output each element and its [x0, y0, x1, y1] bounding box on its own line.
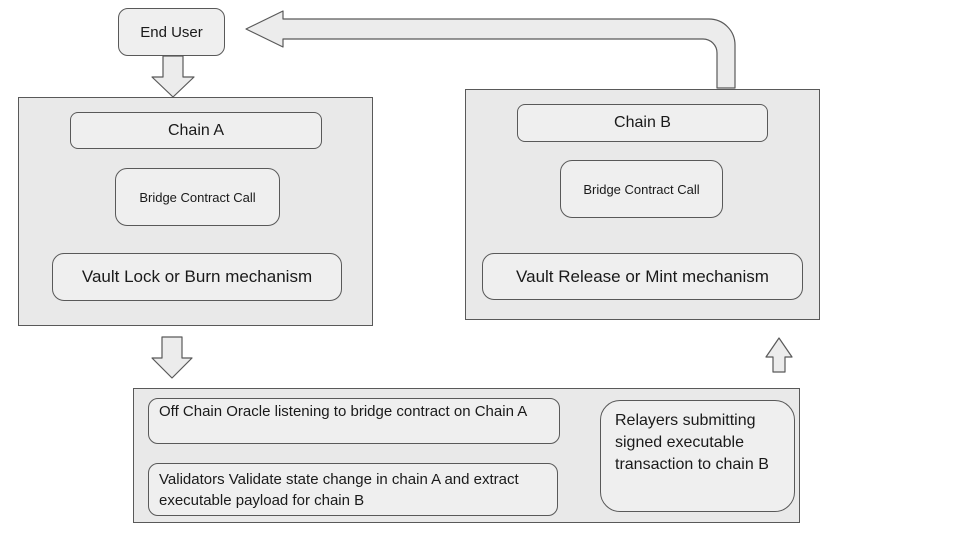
- elbow-arrow-chain-b-to-enduser-icon: [245, 10, 736, 89]
- chain-a-bridge-contract-box: Bridge Contract Call: [115, 168, 280, 226]
- chain-b-title-label: Chain B: [614, 114, 671, 131]
- validators-box: Validators Validate state change in chai…: [148, 463, 558, 516]
- down-arrow-chain-a-to-offchain-icon: [151, 336, 193, 379]
- chain-a-title-box: Chain A: [70, 112, 322, 149]
- chain-a-bridge-contract-label: Bridge Contract Call: [139, 189, 256, 205]
- chain-a-title-label: Chain A: [167, 121, 225, 139]
- chain-b-title-box: Chain B: [517, 104, 768, 142]
- validators-label: Validators Validate state change in chai…: [159, 471, 519, 509]
- relayers-label: Relayers submitting signed executable tr…: [615, 412, 769, 473]
- oracle-box: Off Chain Oracle listening to bridge con…: [148, 398, 560, 444]
- down-arrow-enduser-to-chain-a-icon: [151, 55, 195, 98]
- end-user-box: End User: [118, 8, 225, 56]
- relayers-box: Relayers submitting signed executable tr…: [600, 400, 795, 512]
- chain-a-vault-box: Vault Lock or Burn mechanism: [52, 253, 342, 301]
- end-user-label: End User: [140, 23, 203, 41]
- chain-b-bridge-contract-label: Bridge Contract Call: [583, 181, 700, 197]
- chain-b-vault-label: Vault Release or Mint mechanism: [516, 266, 769, 286]
- up-arrow-offchain-to-chain-b-icon: [765, 337, 793, 373]
- chain-b-vault-box: Vault Release or Mint mechanism: [482, 253, 803, 300]
- oracle-label: Off Chain Oracle listening to bridge con…: [159, 403, 528, 420]
- chain-b-bridge-contract-box: Bridge Contract Call: [560, 160, 723, 218]
- chain-a-vault-label: Vault Lock or Burn mechanism: [81, 267, 313, 286]
